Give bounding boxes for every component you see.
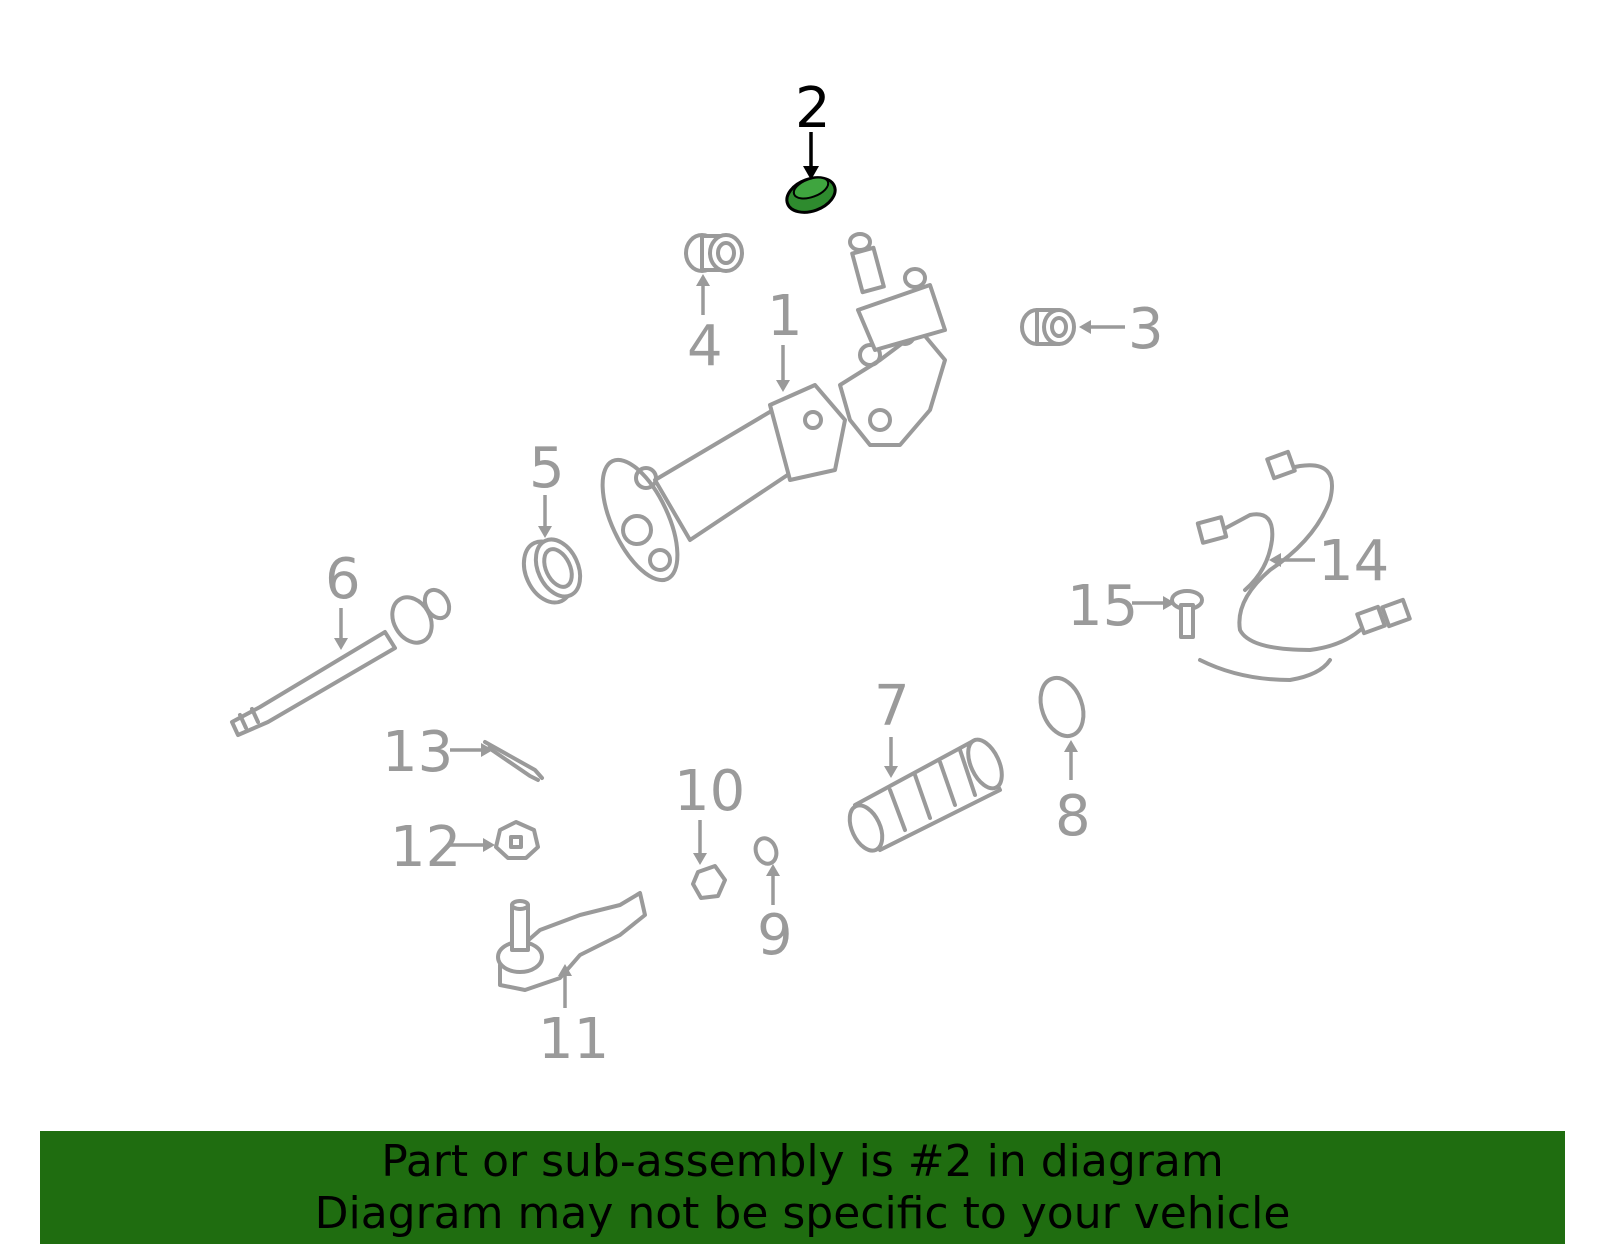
callout-15[interactable]: 15 [1067,574,1138,639]
leader-3-arrow [1079,320,1091,334]
leader-7-arrow [884,766,898,778]
callout-2[interactable]: 2 [795,76,831,141]
leader-9-arrow [766,864,780,876]
part-8-clamp[interactable] [1033,672,1091,742]
part-2-seal[interactable] [782,171,840,218]
leader-12-arrow [483,838,495,852]
leader-10-arrow [693,853,707,865]
callout-5[interactable]: 5 [529,436,565,501]
part-11-tie-rod-end[interactable] [496,891,647,992]
part-1-steering-gear[interactable] [587,232,947,591]
leader-5-arrow [538,526,552,538]
leader-15-arrow [1163,596,1175,610]
callout-6[interactable]: 6 [325,547,361,612]
part-9-small-clamp[interactable] [752,835,780,866]
callout-12[interactable]: 12 [390,815,461,880]
callout-3[interactable]: 3 [1128,297,1164,362]
callout-4[interactable]: 4 [687,314,723,379]
callout-13[interactable]: 13 [382,720,453,785]
info-banner: Part or sub-assembly is #2 in diagram Di… [40,1131,1565,1244]
banner-line-2: Diagram may not be specific to your vehi… [314,1187,1291,1239]
leader-2-arrow [803,166,819,180]
part-6-inner-tie-rod[interactable] [230,586,454,737]
part-4-bushing[interactable] [684,233,744,273]
callout-11[interactable]: 11 [538,1007,609,1072]
banner-line-1: Part or sub-assembly is #2 in diagram [381,1135,1224,1187]
leader-11-arrow [558,964,572,976]
callout-10[interactable]: 10 [674,759,745,824]
part-3-bushing[interactable] [1020,308,1076,346]
part-12-castle-nut[interactable] [494,820,540,860]
part-14-wiring-harness[interactable] [1195,449,1412,682]
leader-6-arrow [334,638,348,650]
leader-8-arrow [1064,740,1078,752]
part-7-boot[interactable] [843,735,1009,856]
callout-9[interactable]: 9 [757,903,793,968]
callout-14[interactable]: 14 [1318,529,1389,594]
callout-1[interactable]: 1 [767,284,803,349]
part-13-cotter-pin[interactable] [483,740,544,782]
leader-14-arrow [1269,553,1281,567]
leader-1-arrow [776,380,790,392]
callout-7[interactable]: 7 [874,674,910,739]
part-15-bolt[interactable] [1170,589,1204,639]
part-10-nut[interactable] [691,864,727,900]
part-5-seal-ring[interactable] [515,532,589,610]
callout-8[interactable]: 8 [1055,784,1091,849]
leader-13-arrow [481,743,493,757]
leader-4-arrow [696,274,710,286]
